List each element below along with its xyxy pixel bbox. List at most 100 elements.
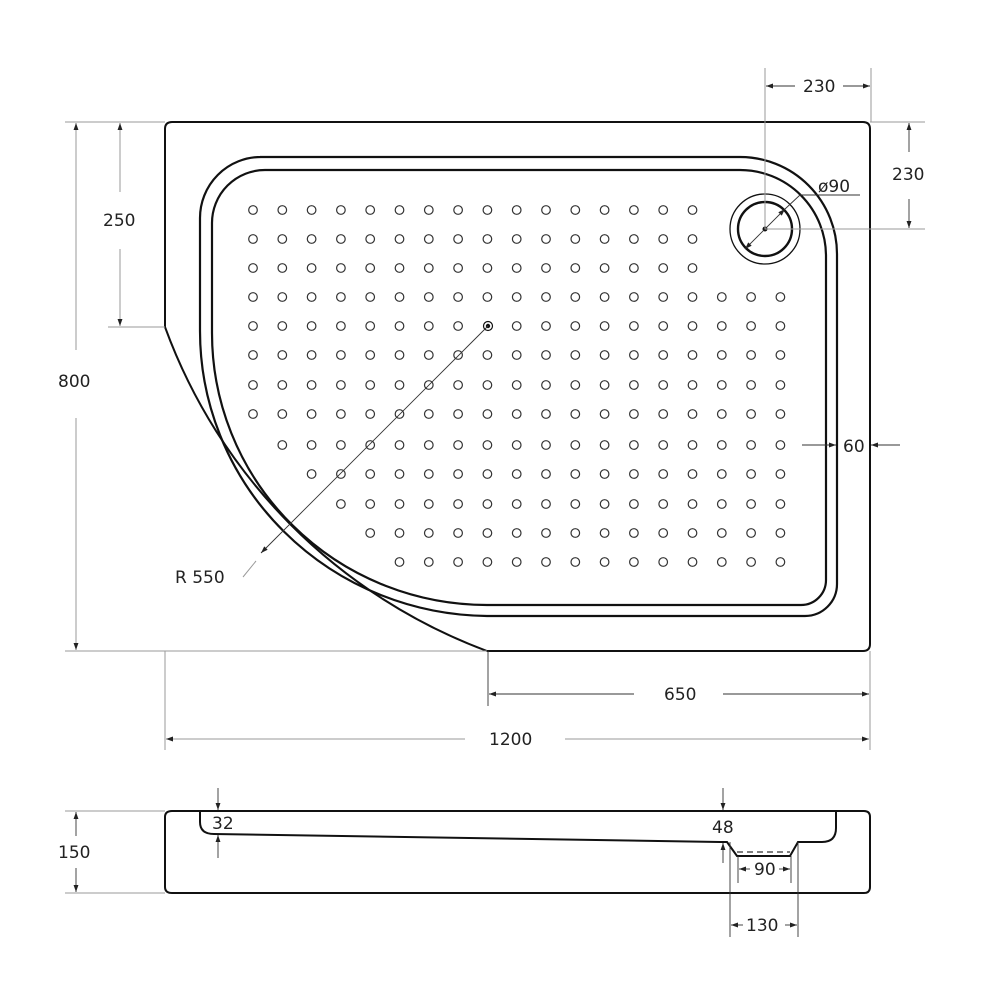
drainage-dot (511, 469, 522, 479)
drainage-dot (570, 499, 581, 509)
drainage-dot (746, 350, 756, 360)
drainage-dot (716, 499, 727, 509)
drainage-dot (775, 528, 786, 538)
drainage-dot (658, 263, 669, 273)
drainage-dot (629, 380, 639, 390)
drainage-dot (365, 292, 376, 302)
radius-dimension: R 550 (175, 320, 494, 588)
drainage-dot (306, 205, 317, 215)
drainage-dot (511, 440, 522, 450)
drainage-dot (658, 350, 669, 360)
drainage-dot (336, 321, 346, 331)
drainage-dot (746, 499, 756, 509)
drainage-dot (453, 440, 464, 450)
drainage-dot (775, 321, 786, 331)
drainage-dot (248, 350, 258, 360)
drainage-dot (599, 321, 610, 331)
drainage-dot (746, 557, 756, 567)
drain-outer-label: 130 (746, 916, 778, 936)
drainage-dot (541, 205, 551, 215)
tray-outline (164, 121, 871, 652)
drainage-dot (775, 557, 786, 567)
side-view: 150 32 48 90 130 (58, 788, 871, 937)
drainage-dot (541, 440, 551, 450)
drainage-dot (336, 499, 346, 509)
drainage-dot (482, 528, 493, 538)
rim-width-dimension: 60 (802, 437, 900, 457)
drainage-dot (746, 292, 756, 302)
top-view: R 550 1200 650 800 (58, 68, 925, 750)
drainage-dot (248, 263, 258, 273)
drainage-dot (336, 263, 346, 273)
drainage-dot (365, 409, 376, 419)
drainage-dot (511, 263, 522, 273)
drainage-dot (746, 440, 756, 450)
drainage-dot (570, 350, 581, 360)
drainage-dot (687, 205, 698, 215)
drainage-dot (453, 409, 464, 419)
drainage-dot (716, 380, 727, 390)
drainage-dot (658, 469, 669, 479)
drainage-dot (482, 380, 493, 390)
drainage-dot (629, 499, 639, 509)
drainage-dot (687, 380, 698, 390)
drainage-dot (365, 321, 376, 331)
drainage-dot (394, 528, 405, 538)
rim-outer (198, 155, 839, 618)
drainage-dot-grid (248, 205, 786, 567)
drainage-dot (482, 234, 493, 244)
drainage-dot (570, 469, 581, 479)
drainage-dot (336, 440, 346, 450)
drainage-dot (746, 528, 756, 538)
drainage-dot (629, 234, 639, 244)
drainage-dot (570, 557, 581, 567)
drainage-dot (423, 380, 434, 390)
drainage-dot (599, 469, 610, 479)
drainage-dot (394, 292, 405, 302)
drainage-dot (365, 440, 376, 450)
drainage-dot (306, 263, 317, 273)
drainage-dot (658, 409, 669, 419)
drainage-dot (336, 350, 346, 360)
drainage-dot (541, 321, 551, 331)
drainage-dot (453, 321, 464, 331)
drainage-dot (277, 321, 288, 331)
drainage-dot (716, 292, 727, 302)
drainage-dot (658, 499, 669, 509)
height-dimension: 150 (58, 810, 165, 894)
drainage-dot (365, 499, 376, 509)
drainage-dot (511, 350, 522, 360)
drainage-dot (336, 205, 346, 215)
drainage-dot (423, 321, 434, 331)
drainage-dot (277, 234, 288, 244)
drainage-dot (687, 321, 698, 331)
drainage-dot (658, 528, 669, 538)
drainage-dot (453, 263, 464, 273)
drainage-dot (570, 234, 581, 244)
drainage-dot (306, 321, 317, 331)
drainage-dot (277, 409, 288, 419)
drainage-dot (453, 234, 464, 244)
drainage-dot (687, 557, 698, 567)
drainage-dot (453, 205, 464, 215)
drain-offset-x-dimension: 230 (764, 68, 872, 229)
drainage-dot (423, 528, 434, 538)
radius-label: R 550 (175, 568, 225, 588)
drainage-dot (511, 292, 522, 302)
drainage-dot (716, 321, 727, 331)
drainage-dot (629, 263, 639, 273)
drainage-dot (687, 234, 698, 244)
drainage-dot (716, 440, 727, 450)
drainage-dot (541, 557, 551, 567)
drainage-dot (687, 263, 698, 273)
drainage-dot (541, 380, 551, 390)
drainage-dot (453, 380, 464, 390)
rim-depth-left-dimension: 32 (212, 788, 234, 858)
drainage-dot (629, 409, 639, 419)
drainage-dot (482, 409, 493, 419)
drainage-dot (658, 380, 669, 390)
drainage-dot (394, 557, 405, 567)
rim-inner (210, 168, 828, 607)
drainage-dot (365, 234, 376, 244)
drainage-dot (482, 350, 493, 360)
